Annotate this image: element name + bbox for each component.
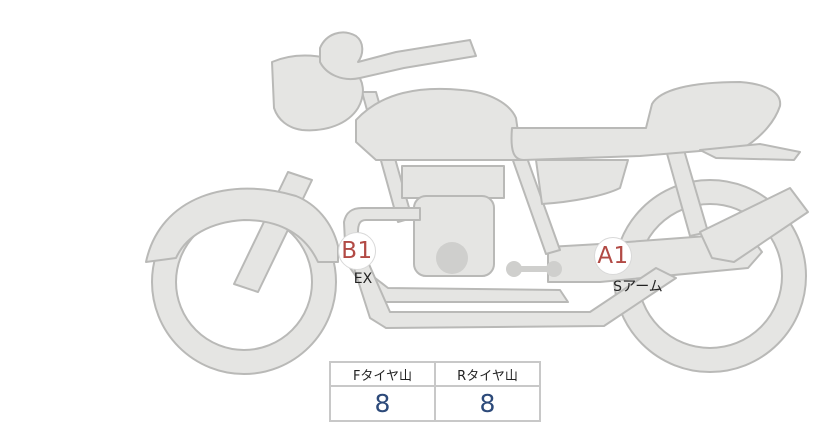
rear-tire-value: 8 <box>434 385 541 422</box>
rear-fender <box>699 187 809 263</box>
foot-peg <box>506 261 562 277</box>
handlebar <box>319 31 477 80</box>
tire-tread-table: Fタイヤ山 Rタイヤ山 8 8 <box>329 361 541 422</box>
fuel-tank <box>355 87 523 161</box>
side-cover <box>535 159 629 205</box>
rear-tire-header: Rタイヤ山 <box>434 361 541 387</box>
marker-a1-label: Sアーム <box>613 279 663 295</box>
engine-cover <box>436 242 468 274</box>
front-fender <box>145 187 339 263</box>
marker-b1-label: EX <box>353 271 373 287</box>
engine-top <box>401 165 505 199</box>
engine-block <box>413 195 495 277</box>
front-tire-value: 8 <box>329 385 436 422</box>
marker-a1-swing-arm[interactable]: A1 <box>594 237 632 275</box>
marker-b1-exhaust[interactable]: B1 <box>338 232 376 270</box>
exhaust-lower <box>353 261 677 329</box>
seat-rear <box>699 143 801 161</box>
front-tire-header: Fタイヤ山 <box>329 361 436 387</box>
seat <box>510 81 782 161</box>
